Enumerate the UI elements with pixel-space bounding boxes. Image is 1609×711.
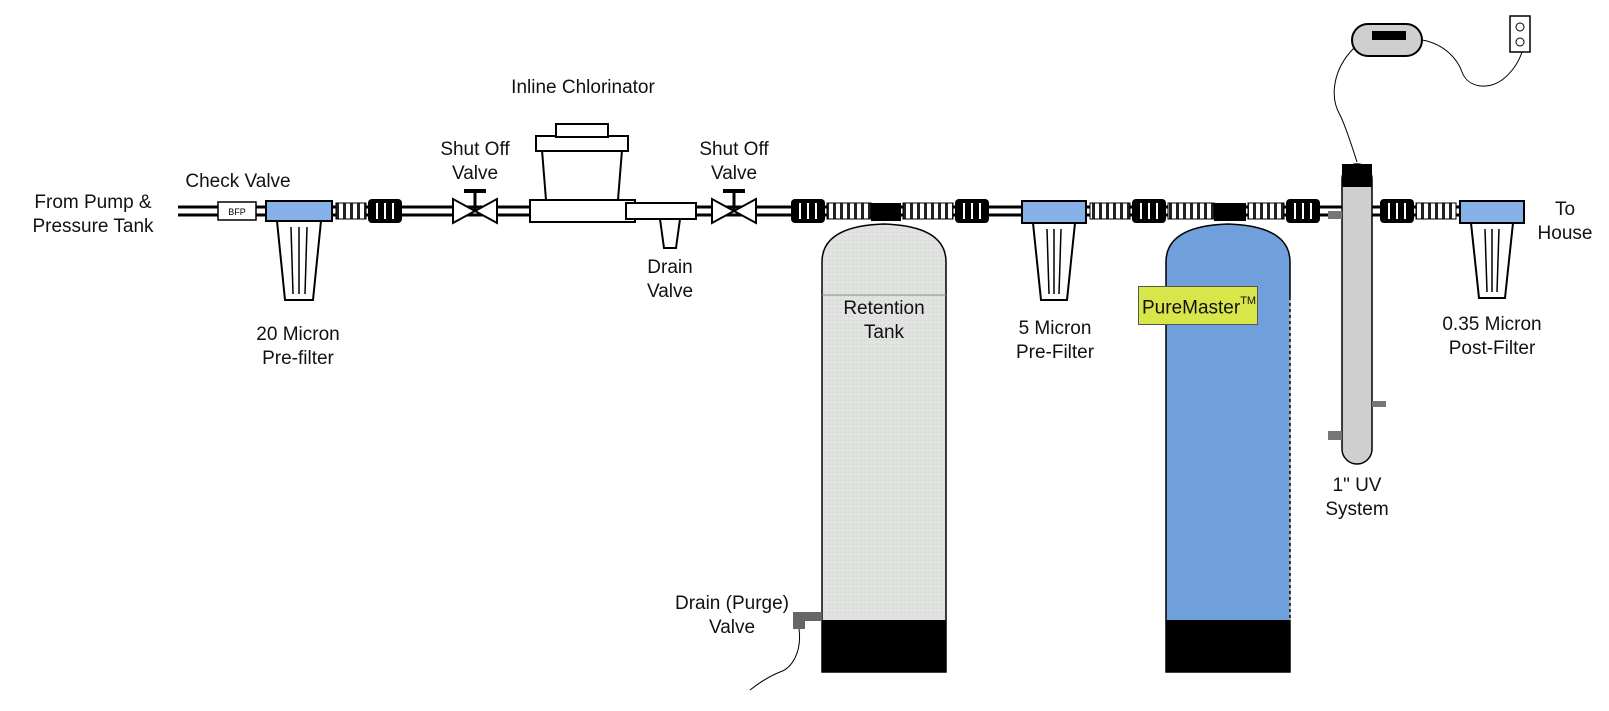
drain-valve: [625, 202, 697, 249]
union-fitting: [955, 199, 989, 223]
flex-hose: [1089, 202, 1131, 220]
shutoff-valve-2-label: Shut Off Valve: [699, 139, 769, 184]
retention-tank: [821, 223, 947, 673]
shutoff-valve-2: [711, 189, 757, 225]
power-cord: [1421, 39, 1523, 87]
uv-controller: [1351, 23, 1423, 57]
chlorinator-label: Inline Chlorinator: [511, 77, 655, 98]
uv-power-cord: [1333, 47, 1358, 163]
flex-hose: [902, 202, 954, 220]
trademark-mark: TM: [1240, 295, 1257, 307]
postfilter-label: 0.35 Micron Post-Filter: [1442, 314, 1542, 359]
union-fitting: [1286, 199, 1320, 223]
flex-hose: [1167, 202, 1215, 220]
flex-hose: [1247, 202, 1285, 220]
flex-hose: [826, 202, 872, 220]
union-fitting: [368, 199, 402, 223]
prefilter-20-label: 20 Micron Pre-filter: [256, 324, 340, 369]
postfilter-035-micron: [1459, 200, 1525, 299]
retention-tank-label: Retention Tank: [843, 298, 925, 343]
check-valve-label: Check Valve: [185, 171, 291, 192]
flex-hose: [335, 202, 367, 220]
prefilter-5-label: 5 Micron Pre-Filter: [1015, 318, 1095, 363]
union-fitting: [791, 199, 825, 223]
union-fitting: [1380, 199, 1414, 223]
purge-valve: [749, 612, 822, 691]
drain-valve-label: Drain Valve: [646, 257, 694, 302]
puremaster-tank: [1165, 223, 1291, 673]
backflow-tag: BFP: [228, 207, 246, 217]
shutoff-valve-1: [452, 189, 498, 225]
union-fitting: [1132, 199, 1166, 223]
shutoff-valve-1-label: Shut Off Valve: [440, 139, 510, 184]
prefilter-5-micron: [1021, 200, 1087, 301]
from-pump-label: From Pump & Pressure Tank: [32, 192, 154, 237]
prefilter-20-micron: [265, 200, 333, 301]
puremaster-brand-label: PureMasterTM: [1138, 286, 1258, 325]
uv-system: [1328, 163, 1386, 465]
flex-hose: [1415, 202, 1457, 220]
tank-head: [1214, 203, 1246, 221]
tank-head: [871, 203, 901, 221]
inline-chlorinator: [529, 123, 636, 223]
to-house-label: To House: [1537, 199, 1593, 244]
wall-outlet-icon: [1509, 15, 1531, 53]
uv-system-label: 1" UV System: [1325, 475, 1389, 520]
purge-valve-label: Drain (Purge) Valve: [674, 593, 790, 638]
check-valve: BFP: [217, 201, 257, 221]
